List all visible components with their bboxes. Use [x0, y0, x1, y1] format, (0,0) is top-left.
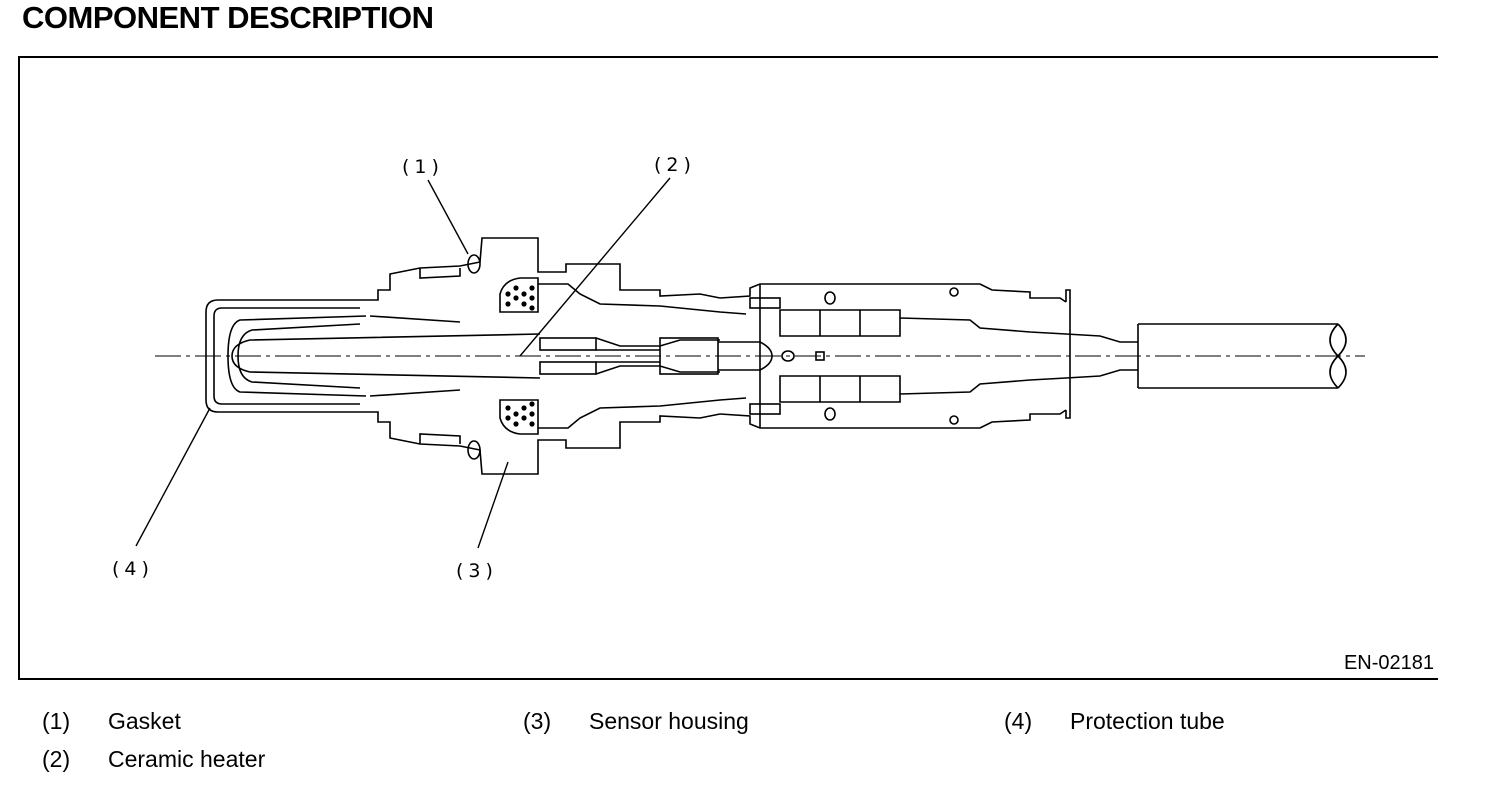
callout-2: (2): [654, 154, 696, 176]
gasket-lower: [467, 440, 481, 460]
callout-3: (3): [456, 560, 498, 582]
protection-tube-outer: [205, 299, 370, 413]
legend-number: (1): [42, 708, 71, 734]
callout-4: (4): [112, 558, 154, 580]
legend-label: Sensor housing: [589, 708, 749, 734]
protection-tube-inner: [213, 307, 360, 405]
callout-4-leader: [135, 407, 211, 547]
callout-1-leader: [427, 179, 469, 255]
legend-number: (4): [1004, 708, 1033, 734]
figure-id: EN-02181: [1343, 652, 1434, 674]
callout-1: (1): [402, 156, 444, 178]
sensor-housing-upper: [370, 237, 721, 301]
figure-frame: (1) (2) (3) (4) EN-02181: [18, 56, 1438, 680]
legend-label: Ceramic heater: [108, 746, 266, 772]
ceramic-element: [231, 333, 541, 379]
legend-number: (2): [42, 746, 71, 772]
callout-2-leader: [519, 177, 671, 357]
sensor-housing-lower: [370, 411, 721, 475]
sensor-cable: [1137, 323, 1338, 389]
page-title: COMPONENT DESCRIPTION: [22, 0, 434, 35]
legend-label: Protection tube: [1070, 708, 1225, 734]
legend-label: Gasket: [108, 708, 181, 734]
sensor-cross-section-diagram: [135, 177, 1365, 549]
gasket-upper: [467, 254, 481, 274]
legend-number: (3): [523, 708, 552, 734]
callout-3-leader: [477, 461, 509, 549]
